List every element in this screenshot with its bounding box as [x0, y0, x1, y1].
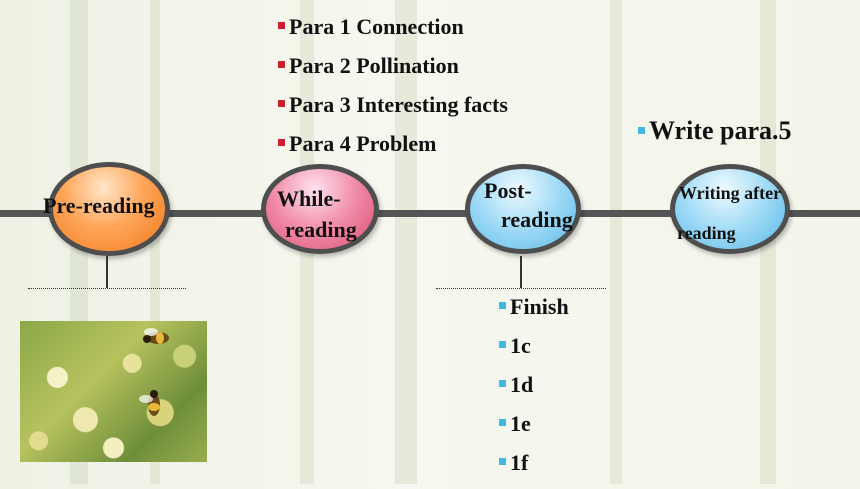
- background-stalk: [610, 0, 622, 484]
- while-reading-label-line1: While-: [277, 186, 341, 211]
- list-item: Para 2 Pollination: [278, 53, 508, 92]
- list-item: 1f: [499, 450, 569, 489]
- bee-on-flowers-photo: [20, 321, 207, 462]
- pre-reading-node[interactable]: [48, 162, 170, 256]
- bullet-square-icon: [638, 126, 645, 134]
- bullet-square-icon: [278, 22, 285, 30]
- writing-after-reading-node[interactable]: [670, 164, 790, 254]
- post-reading-list: Finish 1c 1d 1e 1f: [499, 294, 569, 489]
- pre-reading-label: Pre-reading: [43, 193, 155, 218]
- bullet-square-icon: [278, 139, 285, 147]
- post-reading-node[interactable]: [465, 164, 581, 254]
- writing-after-reading-label-line1: Writing after: [679, 183, 782, 203]
- list-item: Finish: [499, 294, 569, 333]
- bullet-square-icon: [499, 341, 506, 349]
- list-item: Para 3 Interesting facts: [278, 92, 508, 131]
- writing-after-reading-label-line2: reading: [677, 223, 736, 243]
- post-reading-connector: [520, 256, 522, 288]
- bullet-square-icon: [499, 458, 506, 466]
- bee-icon: [139, 328, 169, 416]
- pre-reading-connector: [106, 256, 108, 288]
- list-item: Write para.5: [638, 116, 792, 146]
- list-item: 1d: [499, 372, 569, 411]
- list-item: Para 1 Connection: [278, 14, 508, 53]
- bullet-square-icon: [499, 302, 506, 310]
- while-reading-label-line2: reading: [285, 217, 357, 242]
- background-stalk: [150, 0, 160, 484]
- timeline-line: [0, 210, 860, 217]
- list-item: 1e: [499, 411, 569, 450]
- while-reading-list: Para 1 Connection Para 2 Pollination Par…: [278, 14, 508, 170]
- list-item: Para 4 Problem: [278, 131, 508, 170]
- pre-reading-divider: [28, 288, 186, 289]
- post-reading-label-line1: Post-: [484, 178, 532, 203]
- post-reading-divider: [436, 288, 606, 289]
- list-item: 1c: [499, 333, 569, 372]
- writing-task: Write para.5: [638, 116, 792, 146]
- bullet-square-icon: [499, 419, 506, 427]
- bullet-square-icon: [278, 61, 285, 69]
- bullet-square-icon: [278, 100, 285, 108]
- bullet-square-icon: [499, 380, 506, 388]
- post-reading-label-line2: reading: [501, 207, 573, 232]
- background-stalk: [395, 0, 417, 484]
- while-reading-node[interactable]: [261, 164, 379, 254]
